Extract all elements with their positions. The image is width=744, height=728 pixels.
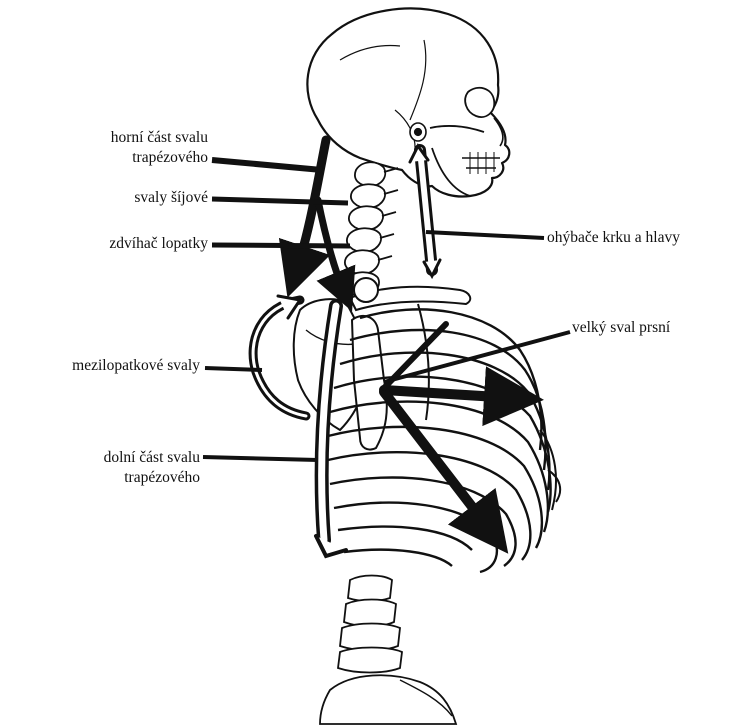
label-lower-trapezius: dolní část svalu trapézového	[20, 448, 200, 488]
label-levator-scapulae: zdvíhač lopatky	[40, 234, 208, 254]
skull	[307, 8, 509, 196]
pointer-interscapular	[205, 368, 262, 370]
cervical-spine	[345, 162, 398, 296]
pointer-neck-muscles	[212, 199, 348, 203]
label-neck-head-flexors: ohýbače krku a hlavy	[547, 228, 680, 248]
label-lower-trapezius-line1: dolní část svalu	[20, 448, 200, 468]
pointer-levator-scapulae	[212, 245, 350, 246]
label-upper-trapezius: horní část svalu trapézového	[40, 128, 208, 168]
label-neck-muscles: svaly šíjové	[40, 188, 208, 208]
label-upper-trapezius-line2: trapézového	[40, 148, 208, 168]
pointer-lower-trapezius	[203, 457, 318, 460]
pointer-neck-head-flexors	[426, 232, 544, 238]
pointer-upper-trapezius	[212, 160, 322, 170]
label-upper-trapezius-line1: horní část svalu	[40, 128, 208, 148]
label-pectoralis-major: velký sval prsní	[572, 318, 670, 338]
lumbar-spine-and-pelvis	[320, 576, 456, 725]
label-lower-trapezius-line2: trapézového	[20, 468, 200, 488]
label-interscapular: mezilopatkové svaly	[0, 356, 200, 376]
